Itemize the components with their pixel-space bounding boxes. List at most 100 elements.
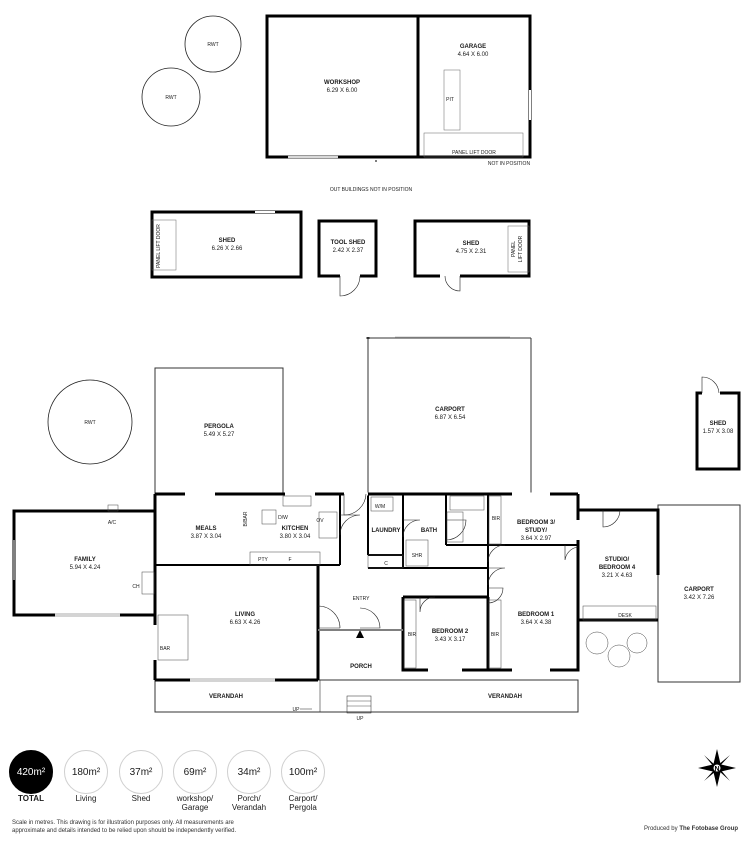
- svg-text:LAUNDRY: LAUNDRY: [371, 528, 400, 534]
- summary-living-value: 180m²: [71, 766, 101, 778]
- svg-text:BAR: BAR: [160, 646, 171, 652]
- svg-text:6.87 X 6.54: 6.87 X 6.54: [435, 415, 466, 421]
- compass-icon: N: [698, 749, 736, 787]
- pergola: PERGOLA 5.49 X 5.27: [154, 367, 284, 495]
- interior-walls: [155, 494, 578, 597]
- svg-text:CH: CH: [132, 584, 140, 590]
- summary-total-circle: 420m²: [9, 750, 53, 794]
- summary-carport-circle: 100m²: [281, 750, 325, 794]
- rwt-tank-1: RWT: [184, 15, 242, 73]
- rwt-tank-2: RWT: [141, 67, 201, 127]
- tool-shed: TOOL SHED 2.42 X 2.37: [317, 219, 378, 297]
- svg-text:PORCH: PORCH: [350, 664, 372, 670]
- svg-text:BEDROOM 4: BEDROOM 4: [599, 565, 636, 571]
- workshop: WORKSHOP 6.29 X 6.00: [265, 14, 420, 159]
- outbuildings-note: OUT BUILDINGS NOT IN POSITION: [330, 187, 413, 193]
- summary-carport-value: 100m²: [288, 766, 318, 778]
- svg-text:5.49 X 5.27: 5.49 X 5.27: [204, 432, 235, 438]
- svg-text:6.63 X 4.26: 6.63 X 4.26: [230, 620, 261, 626]
- garage: PIT PANEL LIFT DOOR GARAGE 4.64 X 6.00 N…: [416, 14, 532, 167]
- svg-text:6.29 X 6.00: 6.29 X 6.00: [327, 88, 358, 94]
- rwt-tank-3: RWT: [47, 379, 133, 465]
- summary-workshop-circle: 69m²: [173, 750, 217, 794]
- svg-text:PTY: PTY: [258, 557, 268, 563]
- svg-text:W/M: W/M: [375, 504, 385, 510]
- svg-text:3.64 X 2.97: 3.64 X 2.97: [521, 536, 552, 542]
- svg-text:3.42 X 7.26: 3.42 X 7.26: [684, 595, 715, 601]
- disclaimer: Scale in metres. This drawing is for ill…: [12, 820, 237, 834]
- svg-text:PANEL LIFT DOOR: PANEL LIFT DOOR: [156, 224, 162, 268]
- summary-carport-label: Carport/Pergola: [288, 794, 318, 812]
- svg-text:BIR: BIR: [408, 632, 417, 638]
- svg-text:CARPORT: CARPORT: [435, 407, 465, 413]
- svg-text:OV: OV: [316, 518, 324, 524]
- svg-text:PANEL LIFT DOOR: PANEL LIFT DOOR: [452, 150, 496, 156]
- room-kitchen: KITCHEN 3.80 X 3.04 B/BAR D/W OV PTY F: [243, 511, 324, 563]
- svg-text:SHED: SHED: [463, 241, 480, 247]
- svg-text:PANEL: PANEL: [511, 241, 517, 257]
- svg-text:RWT: RWT: [207, 42, 218, 48]
- svg-text:LIVING: LIVING: [235, 612, 255, 618]
- summary-total-label: TOTAL: [18, 794, 44, 803]
- shed-c: SHED 1.57 X 3.08: [695, 376, 741, 471]
- svg-text:2.42 X 2.37: 2.42 X 2.37: [333, 248, 364, 254]
- carport-main: CARPORT 6.87 X 6.54: [366, 336, 532, 493]
- summary-living-circle: 180m²: [64, 750, 108, 794]
- room-bath: BATH SHR: [412, 528, 437, 559]
- svg-text:PIT: PIT: [446, 97, 454, 103]
- summary-shed-value: 37m²: [129, 766, 153, 778]
- svg-text:BIR: BIR: [492, 516, 501, 522]
- svg-text:WORKSHOP: WORKSHOP: [324, 80, 360, 86]
- svg-text:BEDROOM 1: BEDROOM 1: [518, 612, 555, 618]
- svg-text:RWT: RWT: [165, 95, 176, 101]
- porch-label: PORCH: [350, 664, 372, 670]
- svg-text:4.64 X 6.00: 4.64 X 6.00: [458, 52, 489, 58]
- summary-living-label: Living: [75, 794, 97, 803]
- shed-a: PANEL LIFT DOOR SHED 6.26 X 2.66: [150, 210, 303, 279]
- svg-text:BEDROOM 3/: BEDROOM 3/: [517, 520, 555, 526]
- room-bedroom-1: BEDROOM 1 3.64 X 4.38 BIR: [491, 612, 555, 638]
- svg-text:STUDIO/: STUDIO/: [605, 557, 630, 563]
- svg-text:MEALS: MEALS: [196, 526, 217, 532]
- svg-text:SHED: SHED: [710, 421, 727, 427]
- summary-porch-value: 34m²: [237, 766, 261, 778]
- room-meals: MEALS 3.87 X 3.04: [191, 526, 222, 540]
- svg-text:PERGOLA: PERGOLA: [204, 424, 234, 430]
- svg-text:4.75 X 2.31: 4.75 X 2.31: [456, 249, 487, 255]
- svg-text:UP: UP: [357, 716, 365, 722]
- credit: Produced by The Fotobase Group: [643, 826, 738, 832]
- svg-text:3.80 X 3.04: 3.80 X 3.04: [280, 534, 311, 540]
- room-family: FAMILY 5.94 X 4.24 A/C CH: [70, 520, 140, 590]
- svg-text:CARPORT: CARPORT: [684, 587, 714, 593]
- summary-porch-circle: 34m²: [227, 750, 271, 794]
- entry-label: ENTRY: [353, 596, 371, 602]
- svg-text:BEDROOM 2: BEDROOM 2: [432, 629, 469, 635]
- summary-porch-label: Porch/Verandah: [231, 794, 267, 812]
- svg-text:6.26 X 2.66: 6.26 X 2.66: [212, 246, 243, 252]
- svg-text:3.87 X 3.04: 3.87 X 3.04: [191, 534, 222, 540]
- summary-workshop-value: 69m²: [183, 766, 207, 778]
- svg-text:NOT IN POSITION: NOT IN POSITION: [488, 161, 531, 167]
- svg-text:DESK: DESK: [618, 613, 632, 619]
- svg-text:A/C: A/C: [108, 520, 117, 526]
- svg-text:5.94 X 4.24: 5.94 X 4.24: [70, 565, 101, 571]
- svg-text:VERANDAH: VERANDAH: [488, 694, 522, 700]
- room-bedroom-2: BEDROOM 2 3.43 X 3.17 BIR: [408, 629, 469, 643]
- summary-workshop-label: workshop/Garage: [176, 794, 214, 812]
- svg-text:GARAGE: GARAGE: [460, 44, 486, 50]
- svg-text:STUDY/: STUDY/: [525, 528, 547, 534]
- svg-text:BATH: BATH: [421, 528, 437, 534]
- svg-text:3.21 X 4.63: 3.21 X 4.63: [602, 573, 633, 579]
- svg-text:KITCHEN: KITCHEN: [282, 526, 309, 532]
- svg-text:VERANDAH: VERANDAH: [209, 694, 243, 700]
- room-bedroom-3: BEDROOM 3/ STUDY/ 3.64 X 2.97 BIR: [492, 516, 556, 542]
- summary-shed-circle: 37m²: [119, 750, 163, 794]
- carport-side: CARPORT 3.42 X 7.26: [657, 504, 741, 683]
- fixtures: [107, 495, 657, 669]
- svg-text:BIR: BIR: [491, 632, 500, 638]
- room-laundry: LAUNDRY W/M C: [371, 504, 400, 567]
- svg-text:1.57 X 3.08: 1.57 X 3.08: [703, 429, 734, 435]
- svg-text:F: F: [288, 557, 291, 563]
- summary-total-value: 420m²: [16, 766, 46, 778]
